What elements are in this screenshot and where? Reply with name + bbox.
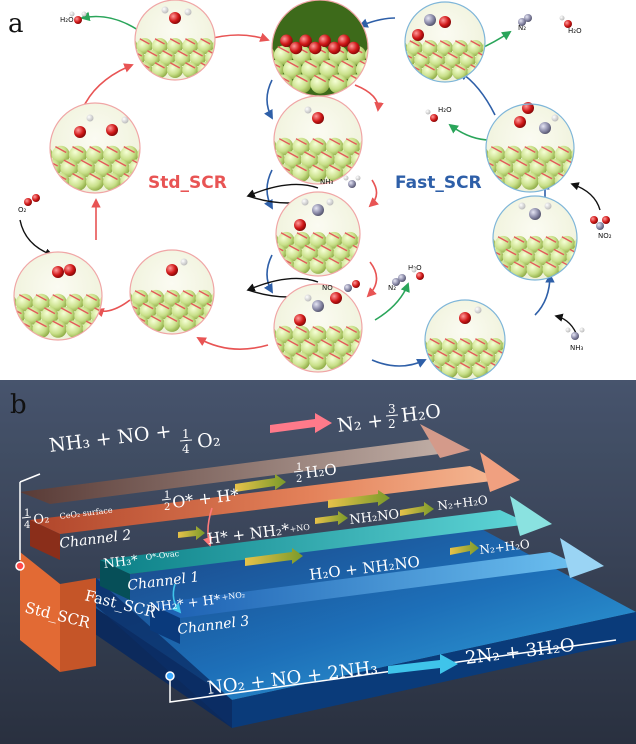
ch2-reactant-num: 1 — [24, 508, 30, 519]
channel2-bar — [30, 466, 500, 534]
fast-scr-label: Fast_SCR — [395, 173, 482, 193]
top-channel-bar — [20, 438, 470, 504]
ch2-product-num: 1 — [296, 462, 302, 473]
ch2-reactant: O₂ — [33, 511, 51, 528]
cluster-bottom-right — [424, 299, 506, 381]
ch2-product: H₂O — [304, 460, 337, 482]
std-scr-side-face — [20, 552, 60, 672]
nh3-label-center: NH₃ — [320, 178, 334, 186]
channel2-bar-front — [30, 520, 60, 560]
ch1-reactant-sub: O*-Ovac — [145, 549, 180, 562]
top-eq-coef-num: 1 — [182, 427, 190, 441]
slab-left-face — [60, 584, 232, 728]
ch2-product-den: 2 — [296, 474, 302, 485]
cluster-top-left — [134, 0, 216, 81]
channel3-arrowhead — [560, 538, 604, 578]
n2-label-center: N₂ — [388, 284, 396, 292]
ch2-reactant-den: 4 — [24, 520, 30, 531]
channel3-bar — [150, 552, 580, 618]
top-eq-coef-den: 4 — [182, 442, 190, 456]
ch1-product: N₂+H₂O — [437, 493, 489, 513]
ch1-reactant: NH₃* — [103, 553, 139, 572]
h2o-label-right: H₂O — [438, 106, 452, 114]
o2-label: O₂ — [18, 206, 27, 214]
top-eq-coef2-den: 2 — [388, 417, 396, 431]
top-equation-arrow — [270, 413, 332, 433]
channel-connectors — [171, 507, 213, 614]
bottom-equation-arrow — [388, 654, 458, 674]
cluster-center-2 — [273, 95, 363, 185]
no-label-center: NO — [322, 284, 333, 292]
ch1-step1-sub: +NO — [289, 523, 311, 534]
ch3-product: N₂+H₂O — [479, 537, 531, 557]
nh3-label-right: NH₃ — [570, 344, 584, 352]
ch1-step2: NH₂NO — [349, 507, 400, 528]
cluster-top-center — [271, 0, 369, 97]
cluster-center-4 — [273, 283, 363, 373]
ch2-mid-den: 2 — [164, 502, 170, 513]
cluster-center-3 — [275, 191, 361, 277]
bracket-lines — [15, 473, 617, 703]
cluster-left-3 — [13, 251, 103, 341]
std-scr-label: Std_SCR — [148, 173, 227, 193]
n2-label-top: N₂ — [518, 24, 526, 32]
panel-a-letter: a — [8, 9, 24, 39]
cluster-left-4 — [129, 249, 215, 335]
channel3-bar-front — [150, 604, 180, 644]
fast-scr-cycle-arrows — [263, 17, 555, 368]
cluster-right-3 — [492, 195, 578, 281]
ch3-reactant-sub: +NO₂ — [221, 590, 245, 602]
std-scr-cycle-arrows — [81, 32, 384, 350]
free-molecules — [24, 11, 610, 340]
channel1-arrowhead — [510, 496, 552, 536]
slab-front-face — [232, 612, 636, 728]
step-arrows — [178, 474, 479, 566]
std-scr-side-face-2 — [60, 578, 96, 672]
ch2-mid-num: 1 — [164, 490, 170, 501]
channel1-bar-front — [100, 560, 130, 600]
top-equation-o2: O₂ — [196, 428, 222, 453]
panel-b: b — [0, 380, 636, 744]
channel-bars — [20, 424, 604, 644]
top-eq-coef2-num: 3 — [388, 402, 396, 416]
channel2-arrowhead — [480, 452, 520, 492]
cluster-right-2 — [485, 102, 575, 193]
h2o-label-1: H₂O — [60, 16, 74, 24]
panel-b-letter: b — [10, 390, 27, 420]
cluster-left — [49, 102, 141, 194]
no2-label: NO₂ — [598, 232, 612, 240]
channel1-bar — [100, 510, 530, 574]
top-equation-h2o: H₂O — [400, 400, 442, 427]
panel-a: a — [8, 0, 612, 381]
h2o-label-top: H₂O — [568, 27, 582, 35]
cluster-top-right — [404, 1, 486, 83]
top-channel-arrowhead — [420, 424, 470, 458]
